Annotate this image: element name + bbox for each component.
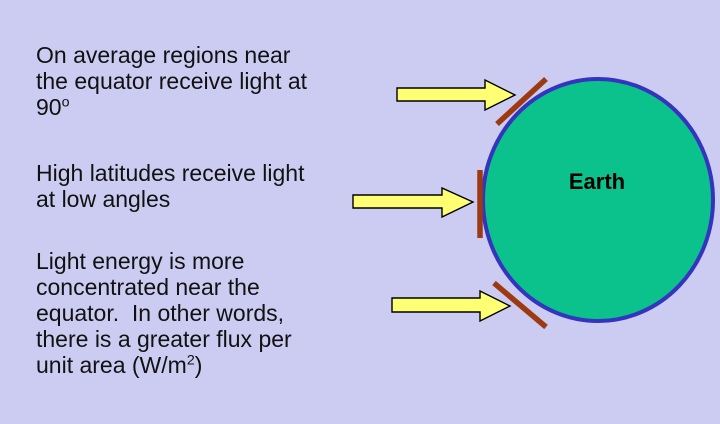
flux-unit-superscript: 2 — [186, 352, 195, 369]
sunlight-arrow-top-icon — [396, 78, 517, 112]
text-line: On average regions near — [36, 42, 291, 68]
text-line: unit area (W/m2) — [36, 352, 356, 378]
notes-text: On average regions near the equator rece… — [36, 42, 356, 378]
flux-unit-tail: ) — [194, 352, 203, 378]
tangent-line-top — [495, 76, 548, 127]
paragraph-high-latitudes: High latitudes receive light at low angl… — [36, 160, 356, 212]
text-line: at low angles — [36, 186, 171, 212]
text-line: equator. In other words, — [36, 300, 285, 326]
text-line: 90o — [36, 94, 356, 120]
sunlight-arrow-bottom-icon — [391, 289, 512, 323]
degree-value: 90 — [36, 94, 62, 120]
tangent-line-bottom — [492, 280, 548, 330]
sunlight-arrow-middle-icon — [352, 186, 475, 219]
flux-unit-base: unit area (W/m — [36, 352, 187, 378]
degree-superscript: o — [61, 94, 70, 111]
text-line: there is a greater flux per — [36, 326, 292, 352]
earth-circle — [481, 77, 715, 323]
text-line: the equator receive light at — [36, 68, 308, 94]
text-line: Light energy is more — [36, 248, 245, 274]
text-line: High latitudes receive light — [36, 160, 305, 186]
text-line: concentrated near the — [36, 274, 260, 300]
paragraph-equator-light: On average regions near the equator rece… — [36, 42, 356, 120]
earth-label: Earth — [568, 169, 626, 194]
paragraph-flux: Light energy is more concentrated near t… — [36, 248, 356, 378]
